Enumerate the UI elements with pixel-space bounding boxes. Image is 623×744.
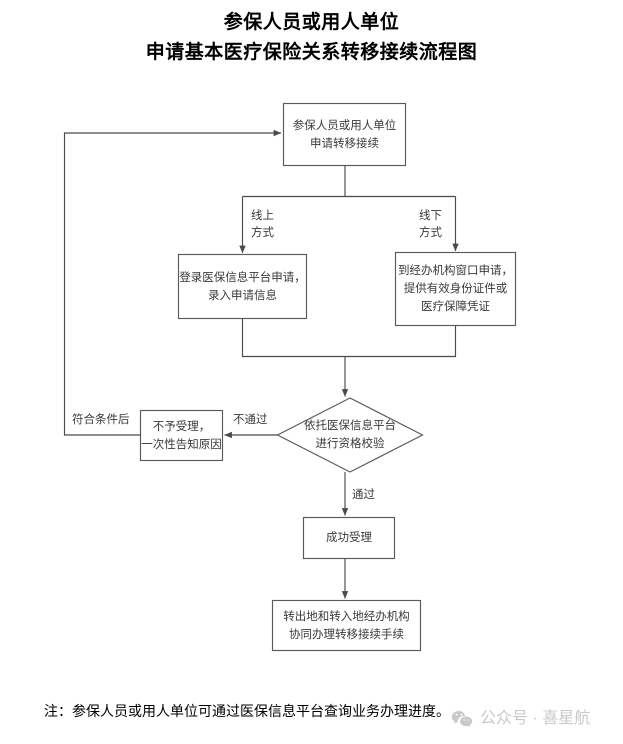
edge-label-pass-text: 通过 [352, 489, 375, 501]
edge-label-fail-text: 不通过 [233, 414, 268, 426]
node-online: 登录医保信息平台申请， 录入申请信息 [178, 254, 307, 319]
node-offline-line-2: 提供有效身份证件或 [403, 283, 508, 295]
edge-label-pass: 通过 [352, 487, 375, 504]
watermark: 公众号 · 喜星航 [451, 708, 590, 730]
node-shape-verify [276, 397, 424, 473]
node-offline-line-1: 到经办机构窗口申请， [398, 265, 513, 277]
wechat-icon [451, 710, 473, 729]
node-online-line-2: 录入申请信息 [208, 289, 277, 302]
node-start-line-2: 申请转移接续 [310, 137, 379, 150]
node-transfer-line-1: 转出地和转入地经办机构 [283, 610, 410, 623]
node-offline-line-3: 医疗保障凭证 [421, 301, 490, 313]
node-start: 参保人员或用人单位 申请转移接续 [283, 103, 406, 166]
node-verify-line-2: 进行资格校验 [315, 438, 385, 450]
edge-label-online-branch: 线上 方式 [251, 208, 274, 242]
node-shape-accept [302, 516, 396, 560]
node-shape-transfer [271, 599, 422, 652]
node-transfer-line-2: 协同办理转移接续手续 [289, 628, 404, 641]
edge-label-online-branch-line-2: 方式 [251, 227, 274, 239]
edge-label-requalified-text: 符合条件后 [72, 414, 130, 426]
page-title: 参保人员或用人单位 申请基本医疗保险关系转移接续流程图 [0, 8, 623, 68]
watermark-text: 公众号 · 喜星航 [480, 710, 591, 727]
connector-online-to-merge [241, 318, 345, 358]
node-start-line-1: 参保人员或用人单位 [292, 119, 397, 132]
edge-label-requalified: 符合条件后 [72, 412, 130, 429]
connector-offline-to-merge [345, 325, 457, 358]
edge-label-offline-branch: 线下 方式 [419, 208, 442, 242]
connector-reject-to-start [63, 129, 282, 436]
footer-note: 注：参保人员或用人单位可通过医保信息平台查询业务办理进度。 [44, 705, 450, 720]
title-line-1: 参保人员或用人单位 [223, 12, 400, 33]
node-reject: 不予受理， 一次性告知原因 [138, 410, 225, 461]
node-accept: 成功受理 [303, 517, 395, 559]
edge-label-offline-branch-line-1: 线下 [419, 210, 442, 222]
title-line-2: 申请基本医疗保险关系转移接续流程图 [145, 42, 478, 63]
node-offline: 到经办机构窗口申请， 提供有效身份证件或 医疗保障凭证 [395, 252, 516, 326]
node-accept-line-1: 成功受理 [326, 532, 372, 544]
node-online-line-1: 登录医保信息平台申请， [179, 271, 306, 284]
node-reject-line-1: 不予受理， [152, 420, 211, 433]
node-verify: 依托医保信息平台 进行资格校验 [277, 404, 423, 466]
node-transfer: 转出地和转入地经办机构 协同办理转移接续手续 [272, 600, 421, 651]
node-verify-line-1: 依托医保信息平台 [304, 420, 396, 432]
edge-label-fail: 不通过 [233, 412, 268, 429]
node-reject-line-2: 一次性告知原因 [141, 438, 222, 451]
edge-label-offline-branch-line-2: 方式 [419, 227, 442, 239]
edge-label-online-branch-line-1: 线上 [251, 210, 274, 222]
